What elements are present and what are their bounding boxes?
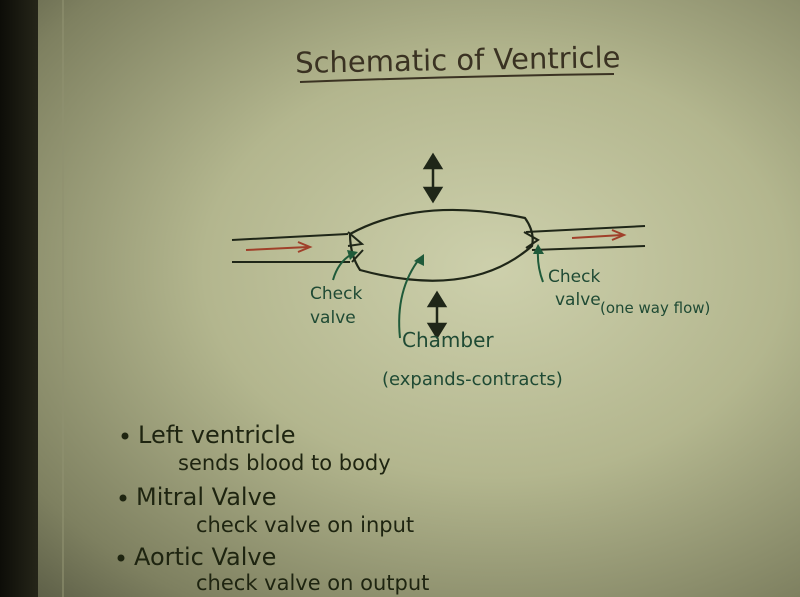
note-2-detail: check valve on input (196, 513, 414, 537)
notebook-page (38, 0, 800, 597)
note-1-heading: Left ventricle (138, 421, 296, 449)
right-valve-label-line2: valve (555, 290, 601, 310)
bullet-3 (117, 554, 125, 562)
note-2-heading: Mitral Valve (136, 483, 277, 511)
bottom-double-arrow (426, 290, 448, 340)
page-margin-line (62, 0, 64, 597)
left-valve-pointer (332, 253, 353, 281)
left-valve-label-line1: Check (310, 284, 362, 304)
left-valve-label-line2: valve (310, 308, 356, 328)
title-underline (299, 73, 615, 83)
top-double-arrow (422, 152, 444, 204)
right-valve-label-line1: Check (548, 267, 600, 287)
chamber-shape (348, 208, 534, 282)
inlet-tube (231, 231, 365, 263)
dark-background (0, 0, 45, 597)
chamber-label: Chamber (402, 328, 494, 352)
diagram-title: Schematic of Ventricle (295, 40, 621, 80)
bullet-2 (119, 494, 127, 502)
note-3-detail: check valve on output (196, 571, 429, 595)
note-3-heading: Aortic Valve (134, 543, 276, 571)
right-valve-pointer (536, 249, 544, 283)
note-1-detail: sends blood to body (178, 451, 391, 475)
chamber-pointer (398, 257, 421, 339)
bullet-1 (121, 432, 129, 440)
one-way-flow-label: (one way flow) (600, 299, 710, 317)
chamber-note-label: (expands-contracts) (382, 369, 563, 390)
outlet-flow-arrow (571, 229, 627, 241)
inlet-flow-arrow (245, 241, 313, 253)
outlet-tube (523, 225, 646, 251)
